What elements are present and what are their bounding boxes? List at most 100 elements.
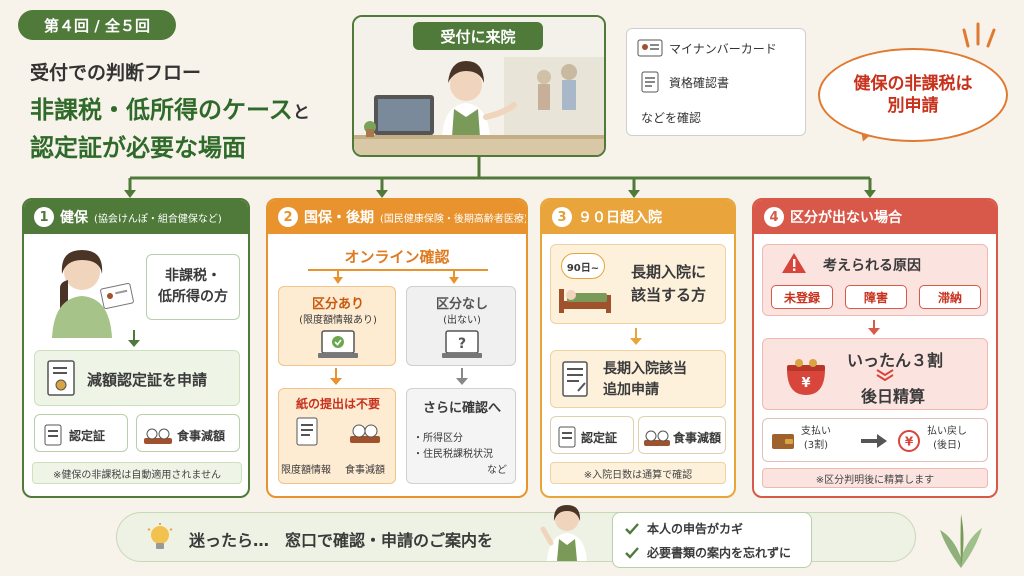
action-90days-text: 長期入院該当 追加申請 [603, 359, 687, 401]
coin-purse-icon: ¥ [787, 359, 825, 395]
footer-check2: 必要書類の案内を忘れずに [647, 546, 792, 560]
svg-text:?: ? [458, 336, 466, 352]
svg-text:¥: ¥ [801, 376, 810, 391]
note-kenpo: ※健保の非課税は自動適用されません [32, 462, 242, 484]
refund-yen-icon: ¥ [898, 430, 920, 452]
down-arrow-icon [630, 328, 642, 345]
pay-line1: いったん３割 [847, 351, 944, 370]
action-90days-line1: 長期入院該当 [603, 361, 687, 377]
card-kokuho-subtitle: (国民健康保険・後期高齢者医療) [380, 213, 526, 225]
down-arrow-icon [330, 368, 342, 385]
page-title-line1: 受付での判断フロー [30, 62, 202, 84]
yes-category-title: 区分あり [311, 297, 364, 312]
online-check-label: オンライン確認 [344, 248, 450, 266]
further-check-item1: ・所得区分 [413, 433, 463, 444]
card-kokuho: 2 国保・後期 (国民健康保険・後期高齢者医療) オンライン確認 区分あり (限… [266, 198, 528, 498]
card-90days-title: ９０日超入院 [578, 210, 662, 226]
check-mynumber-label: マイナンバーカード [669, 41, 777, 56]
card-kokuho-header: 2 国保・後期 (国民健康保険・後期高齢者医療) [268, 200, 526, 234]
item-kenpo-meal: 食事減額 [136, 414, 240, 452]
warning-icon [782, 253, 806, 273]
document-icon [296, 417, 318, 446]
note-no-category: ※区分判明後に精算します [762, 468, 988, 488]
no-category-title: 区分なし [435, 297, 488, 312]
further-check-title: さらに確認へ [422, 401, 501, 416]
staff-pointing-illustration [540, 505, 587, 561]
no-category-sub: (出ない) [443, 315, 481, 326]
down-arrow-icon [128, 330, 140, 347]
check-qualification-label: 資格確認書 [669, 75, 730, 90]
card-kenpo-number: 1 [34, 207, 54, 227]
card-kenpo-subtitle: (協会けんぽ・組合健保など) [94, 213, 222, 225]
cause-box: 考えられる原因 未登録 障害 滞納 [762, 244, 988, 316]
pay-left-text: 支払い (3割) [801, 425, 831, 453]
document-check-box: マイナンバーカード 資格確認書 などを確認 [626, 28, 806, 136]
card-no-category: 4 区分が出ない場合 考えられる原因 未登録 障害 滞納 ¥ いったん３割 後日… [752, 198, 998, 498]
emphasis-lines-icon [962, 22, 996, 48]
down-arrow-icon [456, 368, 468, 385]
wallet-icon [772, 434, 794, 449]
episode-badge: 第４回 / 全５回 [18, 10, 176, 40]
reception-label: 受付に来院 [413, 22, 543, 50]
cause-unregistered: 未登録 [771, 285, 833, 309]
further-check-item2: ・住民税課税状況 [413, 449, 493, 460]
item-90days-cert-label: 認定証 [581, 431, 618, 445]
days-badge: 90日~ [561, 253, 605, 279]
item-90days-meal: 食事減額 [638, 416, 726, 454]
title-line2-main: 非課税・低所得のケース [30, 96, 293, 124]
pay-right-line1: 払い戻し [927, 426, 967, 437]
pay-box: ¥ いったん３割 後日精算 [762, 338, 988, 410]
paper-item-limit: 限度額情報 [281, 465, 331, 476]
application-form-icon [562, 361, 588, 397]
document-icon [641, 71, 659, 93]
meal-tray-icon [350, 424, 380, 443]
pay-right-line2: (後日) [933, 440, 961, 451]
meal-tray-icon [644, 430, 670, 446]
target-90days-box: 90日~ 長期入院に 該当する方 [550, 244, 726, 324]
pay-left-line1: 支払い [801, 426, 831, 437]
callout-line2: 別申請 [887, 96, 939, 116]
check-etc-label: などを確認 [641, 111, 702, 125]
payment-flow-box: 支払い (3割) ¥ 払い戻し (後日) [762, 418, 988, 462]
yes-category-sub: (限度額情報あり) [299, 315, 377, 326]
target-90days-text: 長期入院に 該当する方 [631, 261, 706, 308]
branch-connector [124, 157, 876, 198]
paper-not-needed-box: 紙の提出は不要 限度額情報 食事減額 [278, 388, 396, 484]
checkmark-icon [625, 546, 639, 559]
online-split-connector [308, 269, 488, 284]
woman-holding-card-illustration [52, 250, 134, 338]
item-kenpo-cert-label: 認定証 [69, 429, 106, 443]
cause-arrears: 滞納 [919, 285, 981, 309]
note-90days: ※入院日数は通算で確認 [550, 462, 726, 484]
card-no-category-title: 区分が出ない場合 [790, 210, 902, 226]
action-90days-line2: 追加申請 [603, 382, 659, 398]
document-icon [558, 426, 576, 448]
footer-checklist: 本人の申告がカギ 必要書類の案内を忘れずに [612, 512, 812, 568]
item-90days-cert: 認定証 [550, 416, 634, 454]
further-check-box: さらに確認へ ・所得区分 ・住民税課税状況 など [406, 388, 516, 484]
action-kenpo-label: 減額認定証を申請 [87, 371, 208, 389]
card-kokuho-number: 2 [278, 207, 298, 227]
check-row-mynumber: マイナンバーカード [637, 39, 777, 57]
target-kenpo-line1: 非課税・ [165, 268, 221, 284]
pay-left-line2: (3割) [803, 440, 829, 451]
target-90days-line2: 該当する方 [631, 286, 707, 305]
page-title-line2: 非課税・低所得のケースと [30, 90, 310, 125]
paper-not-needed-label: 紙の提出は不要 [295, 397, 380, 411]
callout-bubble: 健保の非課税は 別申請 [818, 48, 1008, 142]
card-kokuho-title: 国保・後期 [304, 210, 374, 226]
paper-item-meal: 食事減額 [345, 465, 385, 476]
footer-check-row1: 本人の申告がカギ [625, 520, 743, 537]
card-90days-header: 3 ９０日超入院 [542, 200, 734, 234]
action-90days-box: 長期入院該当 追加申請 [550, 350, 726, 408]
checkmark-icon [625, 522, 639, 535]
card-90days-number: 3 [552, 207, 572, 227]
page-title-line3: 認定証が必要な場面 [30, 134, 246, 162]
pay-right-text: 払い戻し (後日) [927, 425, 967, 453]
plant-decoration-icon [940, 514, 982, 568]
footer-hint: 迷ったら… 窓口で確認・申請のご案内を [189, 531, 494, 550]
card-kenpo-header: 1 健保 (協会けんぽ・組合健保など) [24, 200, 248, 234]
item-kenpo-cert: 認定証 [34, 414, 128, 452]
card-kenpo: 1 健保 (協会けんぽ・組合健保など) 非課税・ 低所得の方 減額認定証を申請 … [22, 198, 250, 498]
action-kenpo-box: 減額認定証を申請 [34, 350, 240, 406]
